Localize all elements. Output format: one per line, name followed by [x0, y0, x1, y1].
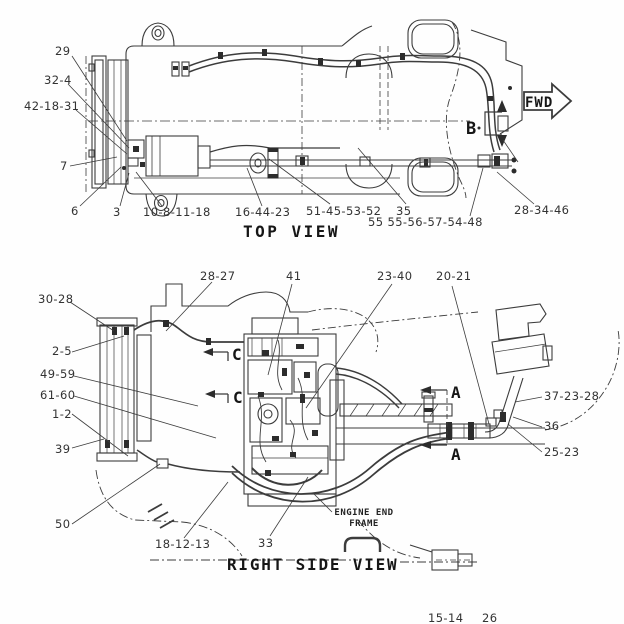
callout-20-21: 20-21 — [436, 269, 472, 283]
fwd-arrow — [523, 81, 573, 121]
callout-41: 41 — [286, 269, 302, 283]
mid-hose-run — [209, 144, 480, 179]
engine-top-view — [122, 135, 211, 177]
lifting-bracket — [141, 22, 175, 47]
section-b-marker — [477, 100, 519, 163]
callout-49-59: 49-59 — [40, 367, 76, 381]
upper-hoses — [188, 52, 501, 153]
wheel-arch — [145, 193, 178, 217]
top-view-caption: TOP VIEW — [243, 222, 341, 241]
drawbar-hitch — [409, 544, 473, 571]
frame-rails — [335, 367, 545, 445]
callout-42-18-31: 42-18-31 — [24, 99, 80, 113]
callout-50: 50 — [55, 517, 71, 531]
callout-36: 36 — [544, 419, 560, 433]
callout-18-12-13: 18-12-13 — [155, 537, 211, 551]
callout-39: 39 — [55, 442, 71, 456]
section-c-letter-bottom: C — [233, 388, 243, 407]
callout-7: 7 — [60, 159, 68, 173]
chassis-outline — [125, 45, 400, 195]
callout-15-14-partial: 15-14 — [428, 611, 464, 624]
callout-32-4: 32-4 — [44, 73, 72, 87]
fwd-arrow-label: FWD — [525, 95, 553, 111]
section-a-letter-bottom: A — [451, 445, 461, 464]
callout-37-23-28: 37-23-28 — [544, 389, 600, 403]
section-a-marker — [420, 386, 448, 449]
section-b-letter: B — [466, 119, 476, 139]
callout-2-5: 2-5 — [52, 344, 72, 358]
engine-end-frame-bracket — [343, 536, 382, 552]
callout-25-23: 25-23 — [544, 445, 580, 459]
callout-33: 33 — [258, 536, 274, 550]
radiator-side-view — [96, 317, 152, 462]
engine-end-frame-note: ENGINE END FRAME — [322, 508, 406, 530]
side-view-leaders — [69, 281, 543, 539]
top-view-art — [85, 19, 573, 217]
lower-body-silhouette — [95, 469, 478, 563]
callout-28-34-46: 28-34-46 — [514, 203, 570, 217]
callout-3: 3 — [113, 205, 121, 219]
front-plate — [470, 29, 523, 135]
callout-51-45-53-52: 51-45-53-52 — [306, 204, 382, 218]
section-c-letter-top: C — [232, 345, 242, 364]
upper-radiator-hose — [133, 319, 244, 345]
callout-29: 29 — [55, 44, 71, 58]
lower-radiator-hose — [136, 449, 241, 473]
engine-block — [243, 317, 345, 507]
section-a-letter-top: A — [451, 383, 461, 402]
side-view-art — [95, 283, 620, 571]
hose-clips — [218, 49, 493, 101]
hood-outline — [150, 283, 308, 332]
striped-pipe — [427, 422, 491, 440]
callout-1-2: 1-2 — [52, 407, 72, 421]
callout-61-60: 61-60 — [40, 388, 76, 402]
callout-30-28: 30-28 — [38, 292, 74, 306]
side-view-caption: RIGHT SIDE VIEW — [227, 555, 399, 574]
callout-26-partial: 26 — [482, 611, 498, 624]
front-tires — [341, 19, 459, 197]
callout-10-8-11-18: 10-8-11-18 — [143, 205, 211, 219]
callout-28-27: 28-27 — [200, 269, 236, 283]
callout-35: 35 — [396, 204, 412, 218]
engine-end-frame-line1: ENGINE END — [334, 508, 394, 518]
front-frame-silhouette — [445, 21, 467, 199]
right-fittings — [452, 153, 517, 174]
callout-16-44-23: 16-44-23 — [235, 205, 291, 219]
engine-end-frame-line2: FRAME — [349, 518, 379, 529]
callout-23-40: 23-40 — [377, 269, 413, 283]
callout-6: 6 — [71, 204, 79, 218]
section-c-marker — [203, 348, 229, 403]
steps — [147, 503, 175, 529]
top-view-leaders — [67, 55, 535, 217]
callout-55-56-57-54-48: 55 55-56-57-54-48 — [368, 215, 483, 229]
pedestal-and-tube — [484, 303, 553, 439]
